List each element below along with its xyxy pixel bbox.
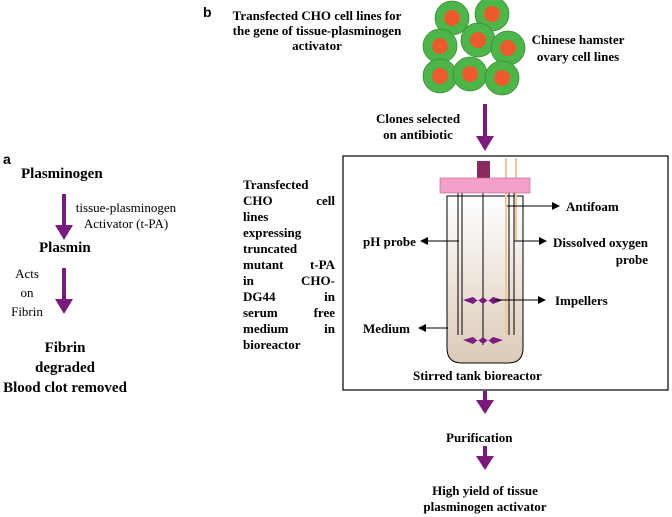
header-line-3: activator	[292, 38, 342, 53]
cho-cell	[490, 30, 526, 66]
description-label: Transfected CHO cell lines expressing tr…	[243, 177, 335, 353]
header-line-1: Transfected CHO cell lines for	[232, 8, 402, 23]
cho-cell	[422, 58, 458, 94]
bioreactor-label: Stirred tank bioreactor	[413, 368, 542, 383]
cho-cells	[422, 0, 526, 96]
cho-cell	[452, 56, 488, 92]
arrow-purification-to-yield	[476, 446, 494, 470]
enzyme-line-2: Activator (t-PA)	[83, 216, 169, 231]
enzyme-line-1: tissue-plasminogen	[75, 200, 177, 215]
impeller-upper	[463, 297, 503, 304]
ph-probe-label: pH probe	[363, 234, 416, 249]
cells-label: Chinese hamster ovary cell lines	[516, 31, 640, 65]
antifoam-label: Antifoam	[566, 199, 619, 214]
cho-cell	[484, 60, 520, 96]
arrow-cells-to-bioreactor	[476, 104, 494, 151]
result-line-1: Fibrin	[44, 340, 86, 356]
panel-b-letter: b	[203, 4, 212, 20]
result-line-3: Blood clot removed	[3, 380, 127, 396]
result-label: Fibrin degraded Blood clot removed	[0, 338, 130, 398]
desc-line: in CHO-	[243, 273, 335, 288]
vessel-lid	[439, 177, 531, 194]
cells-line-1: Chinese hamster	[531, 32, 625, 47]
cells-line-2: ovary cell lines	[536, 49, 620, 64]
bioreactor-frame	[342, 155, 669, 391]
dissolved-oxygen-label: Dissolved oxygen probe	[553, 234, 648, 268]
plasmin-label: Plasmin	[39, 240, 91, 256]
enzyme-label: tissue-plasminogen Activator (t-PA)	[70, 200, 182, 232]
desc-line: Transfected	[243, 177, 309, 192]
desc-line: DG44 in	[243, 289, 335, 304]
acts-line-3: Fibrin	[11, 304, 43, 319]
desc-line: truncated	[243, 241, 298, 256]
bioreactor-vessel	[439, 158, 531, 364]
do-line-1: Dissolved oxygen	[553, 235, 648, 250]
impeller-lower	[463, 337, 503, 344]
desc-line: expressing	[243, 225, 302, 240]
impellers-label: Impellers	[555, 293, 608, 308]
clones-line-2: on antibiotic	[383, 127, 453, 142]
arrow-plasmin-to-fibrin	[55, 268, 73, 314]
clones-label: Clones selected on antibiotic	[363, 111, 473, 143]
desc-line: mutant t-PA	[243, 257, 335, 272]
header-label: Transfected CHO cell lines for the gene …	[214, 8, 420, 53]
desc-line: bioreactor	[243, 337, 301, 352]
acts-line-1: Acts	[15, 266, 39, 281]
yield-line-2: plasminogen activator	[423, 499, 547, 514]
do-line-2: probe	[615, 252, 648, 267]
cho-cell	[422, 28, 458, 64]
arrow-bioreactor-to-purification	[476, 391, 494, 414]
yield-line-1: High yield of tissue	[432, 483, 538, 498]
acts-on-fibrin-label: Acts on Fibrin	[7, 264, 47, 321]
medium-label: Medium	[363, 321, 410, 336]
purification-label: Purification	[446, 430, 513, 445]
yield-label: High yield of tissue plasminogen activat…	[410, 483, 560, 515]
desc-line: medium in	[243, 321, 335, 336]
motor-shaft	[477, 161, 490, 179]
plasminogen-label: Plasminogen	[21, 166, 103, 182]
header-line-2: the gene of tissue-plasminogen	[232, 23, 402, 38]
panel-a-letter: a	[3, 151, 11, 167]
cho-cell	[460, 22, 496, 58]
result-line-2: degraded	[35, 360, 95, 376]
desc-line: lines	[243, 209, 269, 224]
desc-line: serum free	[243, 305, 335, 320]
desc-line: CHO cell	[243, 193, 335, 208]
acts-line-2: on	[20, 285, 34, 300]
arrow-plasminogen-to-plasmin	[55, 194, 73, 240]
clones-line-1: Clones selected	[375, 111, 461, 126]
